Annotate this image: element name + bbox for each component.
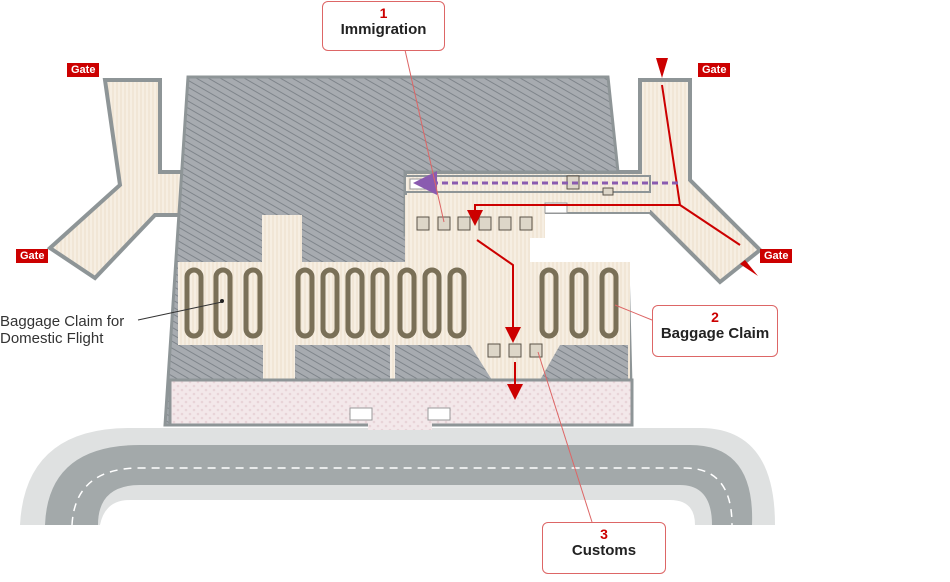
arrow-lower-right bbox=[740, 260, 758, 276]
arrival-lobby bbox=[168, 378, 634, 427]
callout-baggage-claim: 2 Baggage Claim bbox=[652, 305, 778, 357]
callout-number: 2 bbox=[711, 309, 719, 325]
callout-number: 3 bbox=[600, 526, 608, 542]
gate-label-top-left: Gate bbox=[67, 63, 100, 77]
domestic-label-line2: Domestic Flight bbox=[0, 330, 104, 347]
domestic-baggage-label: Baggage Claim for Domestic Flight bbox=[0, 313, 124, 347]
domestic-label-line1: Baggage Claim for bbox=[0, 313, 125, 330]
immigration-booths bbox=[416, 175, 614, 231]
callout-customs: 3 Customs bbox=[542, 522, 666, 574]
arrival-route bbox=[467, 84, 741, 400]
gate-label-top-right: Gate bbox=[698, 63, 731, 77]
arrow-top-right bbox=[656, 58, 668, 78]
callout-label: Immigration bbox=[340, 21, 427, 38]
gate-label-lower-left: Gate bbox=[16, 249, 49, 263]
road bbox=[20, 428, 775, 526]
terminal-building bbox=[163, 75, 651, 430]
customs-booths bbox=[487, 343, 543, 358]
gate-label-lower-right: Gate bbox=[760, 249, 793, 263]
callout-label: Baggage Claim bbox=[660, 325, 770, 342]
leader-lines bbox=[137, 49, 653, 523]
callout-label: Customs bbox=[571, 542, 637, 559]
callout-immigration: 1 Immigration bbox=[322, 1, 445, 51]
callout-number: 1 bbox=[379, 5, 388, 21]
